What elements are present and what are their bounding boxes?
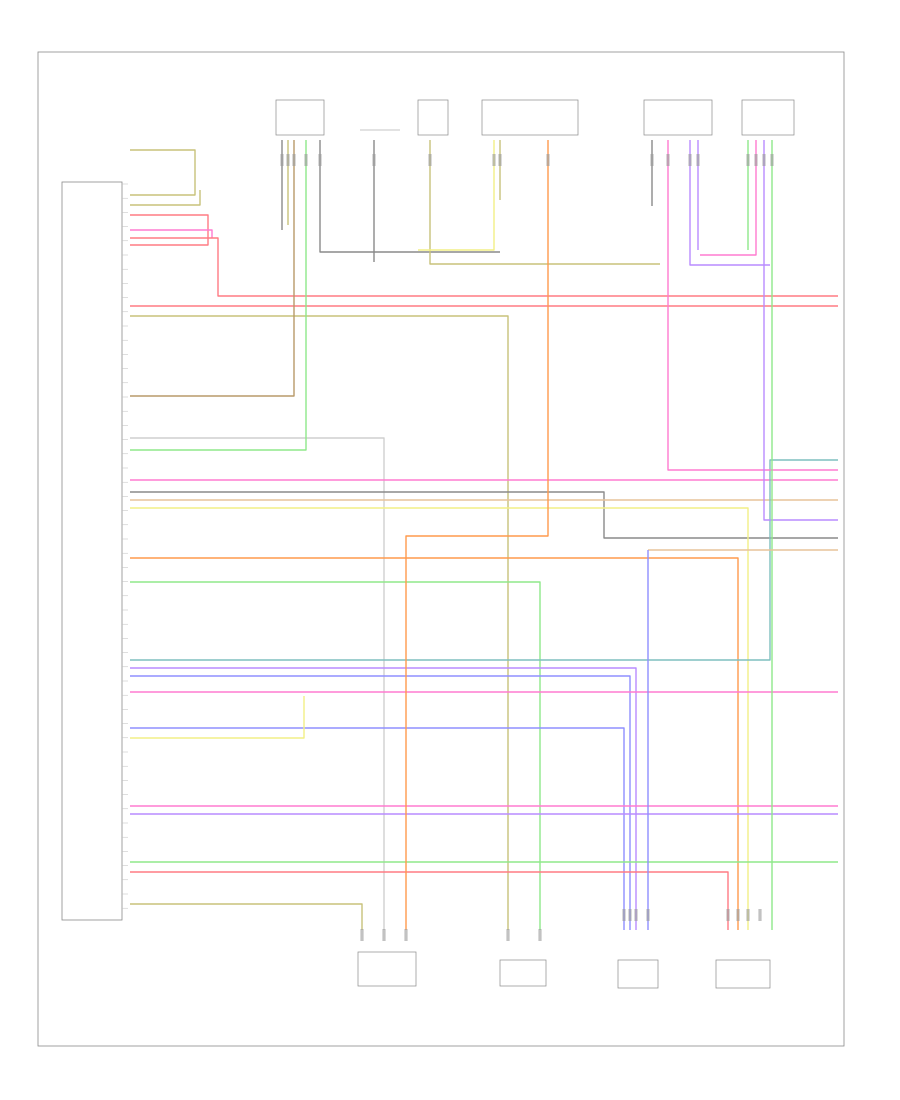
wire-olive (429, 140, 660, 265)
terminal-mark (498, 154, 502, 166)
wire-blue (130, 675, 631, 930)
wire-purple (689, 140, 770, 266)
terminal-mark (770, 154, 774, 166)
terminal-mark (286, 154, 290, 166)
top-component-1 (275, 99, 325, 136)
top-component-4 (481, 99, 579, 136)
terminal-mark (382, 929, 386, 941)
terminal-mark (492, 154, 496, 166)
terminal-mark (538, 929, 542, 941)
terminal-mark (628, 909, 632, 921)
terminal-mark (428, 154, 432, 166)
wire-yellow (130, 696, 305, 739)
terminal-mark (736, 909, 740, 921)
wires (130, 140, 838, 930)
top-component-3 (417, 99, 449, 136)
wire-brown (130, 140, 295, 397)
top-component-6 (643, 99, 713, 136)
wire-olive (130, 315, 509, 930)
main-connector-box (61, 181, 123, 921)
terminal-mark (762, 154, 766, 166)
terminal-mark (292, 154, 296, 166)
wire-pink (667, 140, 838, 471)
terminal-mark (688, 154, 692, 166)
wire-yellow (418, 140, 495, 251)
terminal-mark (758, 909, 762, 921)
terminal-mark (746, 154, 750, 166)
wire-blue (130, 727, 625, 930)
wire-red (130, 237, 838, 297)
bottom-component-2 (499, 959, 547, 987)
bottom-component-1 (357, 951, 417, 987)
terminal-mark (404, 929, 408, 941)
wire-olive (130, 190, 201, 206)
terminal-mark (746, 909, 750, 921)
main-connector (61, 181, 128, 921)
wire-orange (130, 557, 739, 930)
wire-pink (130, 229, 213, 238)
wire-purple (130, 667, 637, 930)
diagram-frame (37, 51, 845, 1047)
terminal-mark (304, 154, 308, 166)
wire-light_grey (130, 437, 385, 930)
terminal-mark (546, 154, 550, 166)
wire-orange (405, 140, 549, 930)
wire-grey (319, 140, 500, 253)
wire-teal (130, 459, 838, 661)
top-component-7 (741, 99, 795, 136)
terminal-marks (280, 154, 774, 941)
wire-red (130, 871, 729, 930)
terminal-mark (634, 909, 638, 921)
wire-green (130, 581, 541, 930)
terminal-mark (650, 154, 654, 166)
bottom-component-3 (617, 959, 659, 989)
terminal-mark (318, 154, 322, 166)
terminal-mark (360, 929, 364, 941)
terminal-mark (696, 154, 700, 166)
wire-yellow (130, 507, 749, 930)
wire-green (130, 140, 307, 451)
terminal-mark (726, 909, 730, 921)
wire-grey (130, 491, 838, 539)
terminal-mark (622, 909, 626, 921)
wire-pink (700, 140, 757, 256)
wire-olive (130, 903, 363, 930)
terminal-mark (646, 909, 650, 921)
terminal-mark (666, 154, 670, 166)
terminal-mark (506, 929, 510, 941)
wire-olive (130, 149, 196, 196)
terminal-mark (280, 154, 284, 166)
terminal-mark (754, 154, 758, 166)
wire-purple (763, 140, 838, 521)
main-connector-pins (122, 183, 128, 909)
bottom-component-4 (715, 959, 771, 989)
terminal-mark (372, 154, 376, 166)
